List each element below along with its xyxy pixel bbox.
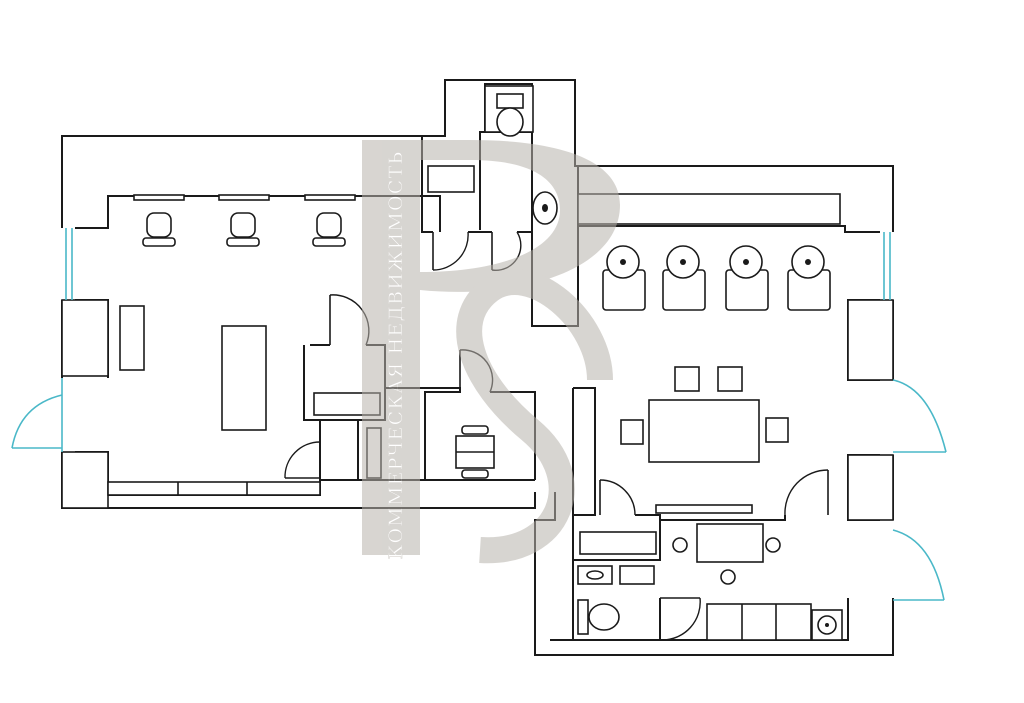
- wall-right-inner-top: [578, 225, 880, 233]
- utility-wall: [572, 387, 596, 516]
- exterior-walls: [61, 79, 894, 656]
- left-hall-furniture: [107, 194, 382, 496]
- chair-1: [142, 212, 176, 247]
- door-lab-swing: [784, 469, 829, 516]
- counter-strip: [655, 504, 753, 514]
- dryer-chair-3: [725, 245, 769, 311]
- dryer-chair-4: [787, 245, 831, 311]
- windows: [65, 228, 891, 300]
- door-storage-swing: [432, 231, 469, 271]
- jamb-left-upper: [61, 299, 109, 377]
- toilet-bowl: [496, 107, 524, 137]
- entrance-right-upper-leaf: [892, 379, 947, 453]
- stool-1: [674, 366, 700, 392]
- lab-stool-3: [720, 569, 736, 585]
- toilet-bowl-lower: [588, 603, 620, 631]
- bench: [119, 305, 145, 371]
- toilet-tank-lower: [577, 599, 589, 635]
- door-closet-swing: [284, 441, 321, 479]
- wall-shelf-2: [218, 194, 270, 201]
- watermark-logo: КОММЕРЧЕСКАЯ НЕДВИЖИМОСТЬ: [362, 140, 620, 564]
- entrance-doors: [11, 378, 947, 601]
- utility-counter: [579, 531, 657, 555]
- chair-3: [312, 212, 346, 247]
- stool-4: [765, 417, 789, 443]
- salon-mirror-console: [577, 193, 841, 225]
- jamb-right-upper: [847, 299, 894, 381]
- manicure-table: [648, 399, 760, 463]
- bath-shelf: [619, 565, 655, 585]
- office-chair-back: [461, 425, 489, 435]
- dryer-chair-2: [662, 245, 706, 311]
- utility-furniture: [577, 523, 843, 641]
- lab-wall: [660, 515, 786, 521]
- toilet-tank: [496, 93, 524, 109]
- bottom-cabinet: [107, 481, 321, 496]
- watermark-letter-b: [362, 140, 620, 555]
- chair-2: [226, 212, 260, 247]
- lab-stool-2: [765, 537, 781, 553]
- lab-cabinet: [706, 603, 812, 641]
- reception-counter: [221, 325, 267, 431]
- storage-walls: [421, 136, 433, 233]
- dryer-chair-1: [602, 245, 646, 311]
- watermark-text: КОММЕРЧЕСКАЯ НЕДВИЖИМОСТЬ: [385, 151, 407, 560]
- entrance-right-lower-leaf: [892, 529, 945, 601]
- sanitary-upper: [427, 93, 558, 225]
- door-bath-swing: [661, 597, 701, 641]
- bath-wall: [572, 560, 661, 641]
- wall-left-inner: [75, 195, 441, 232]
- stool-3: [620, 419, 644, 445]
- lab-table: [696, 523, 764, 563]
- wall-shelf-1: [133, 194, 185, 201]
- wall-shelf-3: [304, 194, 356, 201]
- right-salon-furniture: [577, 193, 841, 514]
- office-chair-front: [461, 469, 489, 479]
- stool-2: [717, 366, 743, 392]
- jamb-left-lower: [61, 451, 109, 509]
- office-furniture: [455, 425, 495, 479]
- jamb-right-lower: [847, 454, 894, 521]
- door-utility-swing: [599, 479, 636, 516]
- wall-left-outer: [61, 79, 894, 232]
- lab-stool-1: [672, 537, 688, 553]
- watermark-letter-s: [456, 269, 613, 564]
- entrance-left-leaf: [11, 394, 63, 449]
- storage-shelf: [427, 165, 475, 193]
